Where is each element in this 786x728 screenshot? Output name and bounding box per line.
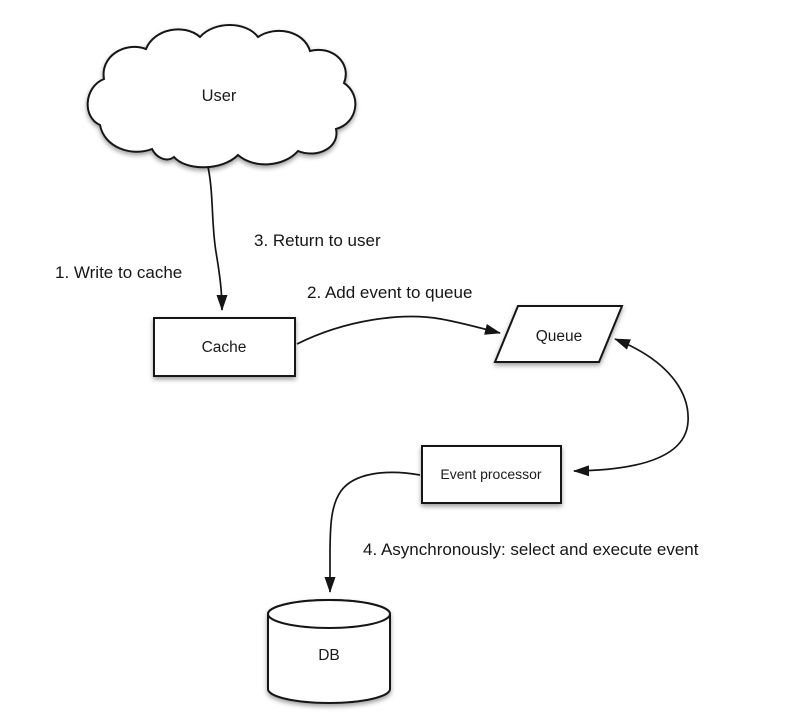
edge-event-processor-to-db <box>324 471 421 593</box>
queue-node <box>493 305 624 363</box>
edge-queue-event-processor <box>573 338 689 477</box>
user-cloud-node <box>86 24 357 169</box>
step4-label: 4. Asynchronously: select and execute ev… <box>363 540 699 559</box>
event-processor-node-label: Event processor <box>440 466 541 482</box>
event-processor-node <box>421 445 562 504</box>
edge-user-to-cache <box>206 161 228 311</box>
edge-cache-to-queue <box>296 315 501 345</box>
db-node-label: DB <box>318 647 340 664</box>
cloud-shape <box>86 24 357 169</box>
db-node <box>267 599 391 704</box>
step2-label: 2. Add event to queue <box>307 283 472 302</box>
step3-label: 3. Return to user <box>254 231 381 250</box>
cache-node <box>153 317 296 377</box>
cache-node-label: Cache <box>202 339 247 356</box>
user-node-label: User <box>202 87 237 105</box>
db-cylinder-top <box>267 599 391 629</box>
queue-node-label: Queue <box>536 328 583 345</box>
step1-label: 1. Write to cache <box>55 263 182 282</box>
